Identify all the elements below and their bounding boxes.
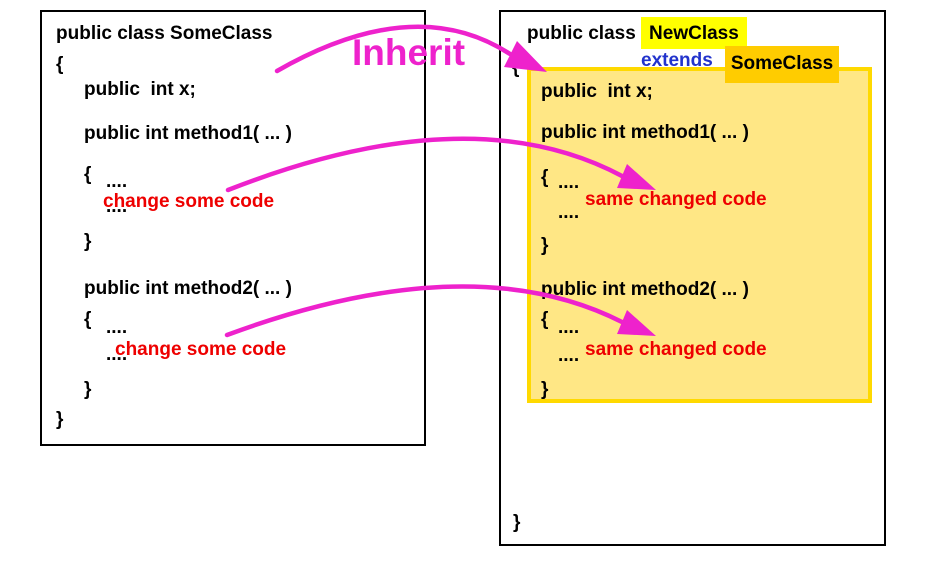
newclass-name-highlight: NewClass	[641, 17, 747, 49]
newclass-method2-signature: public int method2( ... )	[541, 279, 749, 300]
someclass-box	[40, 10, 426, 446]
extends-clause: extends SomeClass	[641, 46, 840, 83]
parent-class-highlight: SomeClass	[724, 46, 840, 83]
method1-dots-bottom: ....	[106, 196, 128, 217]
newclass-method1-signature: public int method1( ... )	[541, 122, 749, 143]
newclass-method1-dots-bottom: ....	[558, 202, 580, 223]
inherited-code-panel	[527, 67, 872, 403]
newclass-box	[499, 10, 886, 546]
newclass-method2-dots-top: ....	[558, 317, 580, 338]
newclass-method2-open-brace: {	[541, 309, 549, 330]
method2-open-brace: {	[84, 309, 92, 330]
someclass-field: public int x;	[84, 79, 196, 100]
method2-change-note: change some code	[115, 339, 287, 360]
newclass-method1-dots-top: ....	[558, 172, 580, 193]
newclass-method2-close-brace: }	[541, 379, 549, 400]
newclass-field: public int x;	[541, 81, 653, 102]
someclass-open-brace: {	[56, 54, 64, 75]
method1-change-note: change some code	[103, 191, 275, 212]
extends-keyword: extends	[641, 50, 713, 71]
method2-dots-top: ....	[106, 317, 128, 338]
someclass-method2-signature: public int method2( ... )	[84, 278, 292, 299]
someclass-method1-signature: public int method1( ... )	[84, 123, 292, 144]
inherit-label: Inherit	[352, 32, 466, 73]
method2-close-brace: }	[84, 379, 92, 400]
method1-dots-top: ....	[106, 171, 128, 192]
newclass-declaration: public class NewClass	[527, 17, 747, 49]
newclass-close-brace: }	[513, 512, 521, 533]
method2-same-code-note: same changed code	[585, 339, 767, 360]
newclass-method1-open-brace: {	[541, 167, 549, 188]
newclass-open-brace: {	[512, 57, 520, 78]
method1-same-code-note: same changed code	[585, 189, 767, 210]
newclass-declaration-prefix: public class	[527, 23, 642, 44]
someclass-close-brace: }	[56, 409, 64, 430]
method2-dots-bottom: ....	[106, 344, 128, 365]
newclass-method2-dots-bottom: ....	[558, 345, 580, 366]
newclass-method1-close-brace: }	[541, 235, 549, 256]
method1-open-brace: {	[84, 164, 92, 185]
method1-close-brace: }	[84, 231, 92, 252]
someclass-declaration: public class SomeClass	[56, 23, 273, 44]
